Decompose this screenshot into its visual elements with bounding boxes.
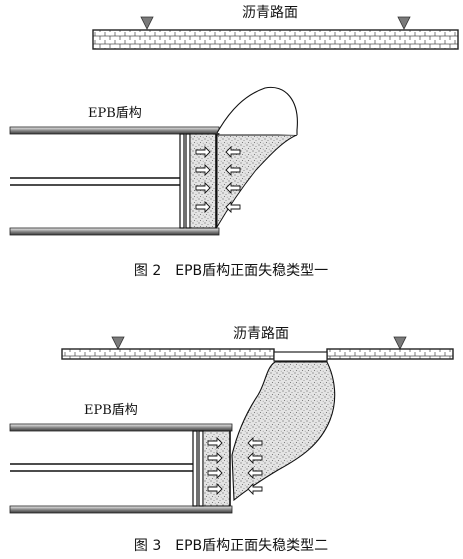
right-arrow-icon bbox=[195, 181, 211, 195]
soil-chamber bbox=[189, 133, 217, 229]
water-level-marker-left bbox=[111, 336, 125, 350]
road-label: 沥青路面 bbox=[242, 5, 298, 21]
water-level-marker-right bbox=[393, 336, 407, 350]
left-arrow-icon bbox=[225, 145, 241, 159]
disturbed-zone bbox=[216, 86, 298, 135]
left-arrow-icon bbox=[225, 163, 241, 177]
shield-label: EPB盾构 bbox=[88, 106, 142, 121]
left-arrow-icon bbox=[247, 451, 263, 465]
figure-2: 沥青路面 EPB盾构 bbox=[9, 5, 459, 279]
right-arrow-icon bbox=[195, 200, 211, 214]
water-level-marker-right bbox=[397, 16, 411, 30]
bulkhead bbox=[192, 430, 198, 507]
shield-label: EPB盾构 bbox=[84, 403, 138, 418]
left-arrow-icon bbox=[247, 466, 263, 480]
figure-caption: 图 3 EPB盾构正面失稳类型二 bbox=[134, 538, 328, 554]
support-pressure-arrows bbox=[195, 145, 211, 214]
asphalt-pavement-right bbox=[326, 348, 454, 360]
road-label: 沥青路面 bbox=[233, 326, 289, 342]
bulkhead bbox=[185, 133, 191, 229]
bulkhead bbox=[198, 430, 204, 507]
support-pressure-arrows bbox=[207, 436, 223, 496]
asphalt-pavement bbox=[92, 29, 459, 50]
bulkhead bbox=[179, 133, 185, 229]
right-arrow-icon bbox=[207, 466, 223, 480]
shield-shell-bottom bbox=[9, 505, 233, 514]
left-arrow-icon bbox=[247, 436, 263, 450]
collapsed-pavement bbox=[273, 351, 328, 362]
shield-shell-top bbox=[9, 423, 233, 432]
right-arrow-icon bbox=[207, 436, 223, 450]
figure-3: 沥青路面 EPB盾构 图 3 bbox=[9, 326, 454, 554]
right-arrow-icon bbox=[207, 482, 223, 496]
left-arrow-icon bbox=[225, 181, 241, 195]
right-arrow-icon bbox=[207, 451, 223, 465]
left-arrow-icon bbox=[247, 482, 263, 496]
water-level-marker-left bbox=[140, 16, 154, 30]
shield-shell-top bbox=[9, 126, 220, 135]
earth-pressure-arrows bbox=[225, 145, 241, 214]
right-arrow-icon bbox=[195, 163, 211, 177]
left-arrow-icon bbox=[225, 200, 241, 214]
earth-pressure-arrows bbox=[247, 436, 263, 496]
figure-caption: 图 2 EPB盾构正面失稳类型一 bbox=[134, 263, 328, 279]
failure-wedge bbox=[216, 134, 298, 229]
asphalt-pavement-left bbox=[61, 348, 275, 360]
failure-zone bbox=[231, 361, 336, 502]
shield-shell-bottom bbox=[9, 227, 220, 236]
right-arrow-icon bbox=[195, 145, 211, 159]
